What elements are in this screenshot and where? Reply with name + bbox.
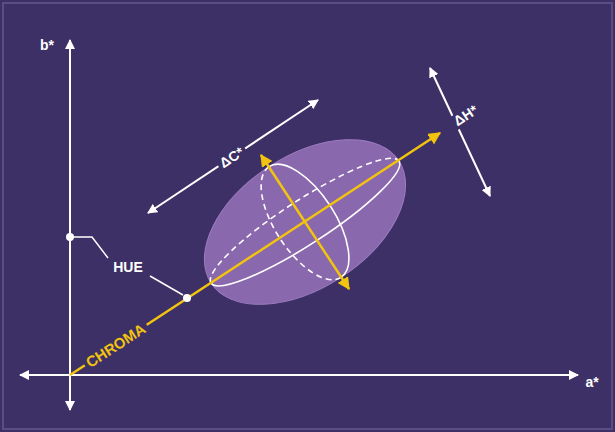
delta-c-arrow xyxy=(148,100,318,213)
chroma-label: CHROMA xyxy=(81,319,152,373)
cross-arrow xyxy=(261,155,349,289)
difference-label: ΔH* xyxy=(449,101,484,131)
a-axis xyxy=(20,374,578,376)
leader-line xyxy=(70,237,108,258)
tolerance-ellipsoid xyxy=(175,106,435,339)
axis-label: a* xyxy=(585,375,598,390)
difference-label: ΔC* xyxy=(215,143,250,173)
delta-h-arrow xyxy=(430,68,490,196)
b-axis xyxy=(69,40,71,410)
hue-label: HUE xyxy=(113,260,143,275)
axis-label: b* xyxy=(40,38,54,53)
leader-line xyxy=(150,276,183,295)
chroma-arrow xyxy=(70,133,440,375)
ellipsoid-body xyxy=(175,106,435,339)
frame xyxy=(3,3,612,429)
hue-dot xyxy=(183,294,191,302)
